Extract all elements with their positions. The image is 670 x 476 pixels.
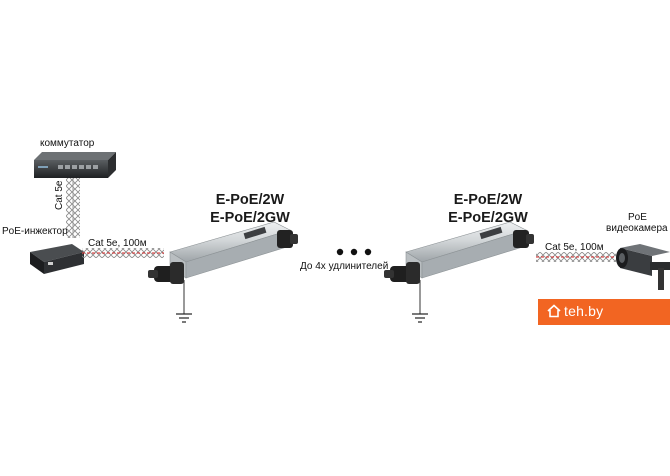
watermark-text: teh.by: [564, 303, 604, 319]
camera-label-line1: PoE: [628, 212, 647, 223]
cable-switch-injector: [66, 178, 80, 238]
extender-1-model-1: E-PoE/2W: [215, 192, 285, 208]
camera-label-line2: видеокамера: [606, 223, 668, 234]
extender-2-model-1: E-PoE/2W: [453, 192, 523, 208]
cable-extender-camera: [536, 252, 616, 262]
up-to-extenders-label: До 4х удлинителей: [300, 261, 389, 272]
cable-injector-extender: [82, 248, 164, 258]
cable-left-label: Cat 5e, 100м: [88, 238, 147, 249]
ground-icon: [412, 313, 428, 323]
ellipsis-dots: [336, 248, 372, 256]
switch-device: [34, 152, 116, 178]
injector-label: PoE-инжектор: [2, 226, 68, 237]
extender-1-model-2: E-PoE/2GW: [210, 210, 290, 226]
home-icon: [547, 304, 561, 318]
extender-1-device: [148, 221, 298, 314]
extender-2-model-2: E-PoE/2GW: [448, 210, 528, 226]
cable-vertical-label: Cat 5e: [54, 180, 65, 210]
ground-icon: [176, 313, 192, 323]
watermark-badge: teh.by: [538, 299, 670, 325]
camera-device: [616, 244, 670, 290]
poe-injector-device: [30, 244, 84, 274]
cable-right-label: Cat 5e, 100м: [545, 242, 604, 253]
extender-2-device: [384, 221, 534, 314]
switch-label: коммутатор: [40, 138, 95, 149]
